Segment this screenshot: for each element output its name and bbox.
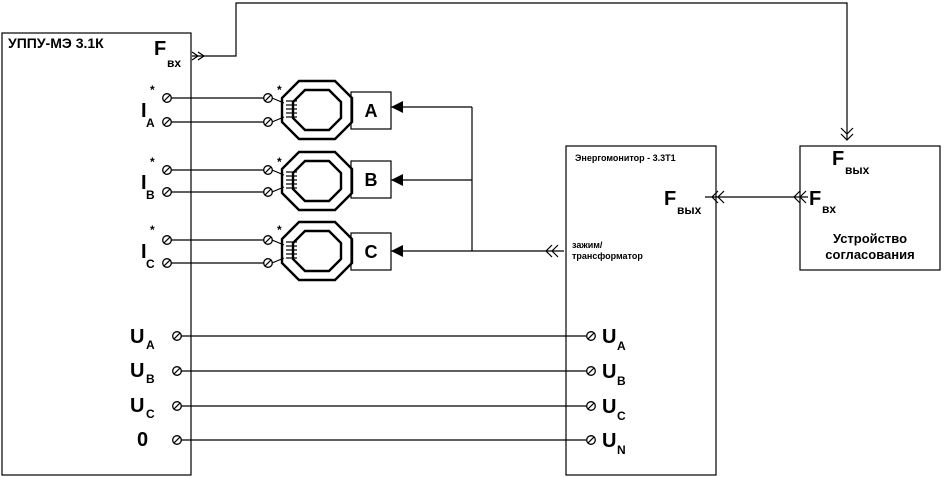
svg-text:*: *	[150, 83, 155, 97]
svg-text:U: U	[602, 396, 616, 418]
uppu-terminal-zero	[172, 435, 182, 445]
energomonitor-title: Энергомонитор - 3.3Т1	[575, 153, 676, 163]
svg-text:U: U	[130, 395, 144, 417]
coupler-label-1: Устройство	[833, 231, 907, 246]
coupler-f-out-label: F вых	[832, 148, 870, 177]
svg-text:вх: вх	[167, 56, 181, 70]
energomonitor-block: Энергомонитор - 3.3Т1 F вых зажим/ транс…	[565, 145, 717, 476]
uppu-label-ib: I B *	[141, 155, 155, 202]
coupler-block: F вых F вх Устройство согласования	[799, 145, 941, 271]
svg-text:A: A	[146, 338, 155, 352]
transformer-c-icon	[280, 220, 354, 282]
svg-text:*: *	[277, 83, 282, 97]
uppu-label-uc: U C	[130, 395, 155, 421]
uppu-terminal-ic	[162, 258, 172, 268]
svg-text:F: F	[832, 148, 844, 170]
uppu-terminal-ua	[172, 331, 182, 341]
svg-text:*: *	[277, 223, 282, 237]
tx-c-terminal	[263, 258, 273, 268]
uppu-frame	[1, 32, 192, 476]
svg-text:I: I	[141, 172, 147, 194]
coupler-f-in-label: F вх	[809, 188, 836, 216]
clamp-letter-c: C	[365, 242, 378, 262]
clamp-box-a	[350, 91, 392, 130]
energomonitor-frame	[565, 145, 717, 476]
svg-text:C: C	[617, 409, 626, 423]
energomonitor-label-ua: U A	[602, 326, 626, 353]
energomonitor-clamp-arrow-icon	[545, 244, 559, 258]
coupler-f-in-arrow-icon	[840, 127, 854, 141]
svg-text:0: 0	[137, 429, 148, 451]
svg-text:F: F	[154, 38, 166, 60]
energomonitor-clamp-label-1: зажим/	[572, 240, 603, 250]
uppu-f-in-label: F вх	[154, 38, 181, 70]
clamp-letter-b: B	[365, 170, 378, 190]
svg-text:вх: вх	[822, 202, 836, 216]
energomonitor-label-un: U N	[602, 430, 626, 457]
svg-text:C: C	[146, 257, 155, 271]
uppu-label-ia: I A *	[141, 83, 155, 130]
svg-text:U: U	[130, 360, 144, 382]
svg-text:B: B	[146, 188, 155, 202]
uppu-terminal-ia-star	[162, 93, 172, 103]
uppu-label-ic: I C *	[141, 223, 155, 271]
transformer-b-icon	[280, 150, 354, 212]
tx-b-terminal	[263, 187, 273, 197]
uppu-terminal-uc	[172, 401, 182, 411]
tx-b-terminal-star	[263, 165, 273, 175]
uppu-terminal-ia	[162, 117, 172, 127]
svg-text:B: B	[146, 372, 155, 386]
uppu-terminal-ib-star	[162, 165, 172, 175]
phase-a-circuit: * A	[162, 79, 472, 141]
tx-a-terminal-star	[263, 93, 273, 103]
svg-text:*: *	[150, 223, 155, 237]
svg-text:F: F	[664, 188, 676, 210]
svg-text:I: I	[141, 100, 147, 122]
svg-text:U: U	[602, 326, 616, 348]
svg-text:A: A	[146, 116, 155, 130]
uppu-title: УППУ-МЭ 3.1К	[8, 35, 104, 51]
phase-c-circuit: * C	[162, 220, 564, 282]
svg-text:C: C	[146, 407, 155, 421]
energomonitor-label-ub: U B	[602, 361, 626, 388]
coupler-label-2: согласования	[825, 247, 914, 262]
energomonitor-label-uc: U C	[602, 396, 626, 423]
uppu-label-zero: 0	[137, 429, 148, 451]
tx-c-terminal-star	[263, 235, 273, 245]
svg-text:вых: вых	[845, 163, 870, 177]
energomonitor-terminal-ua	[586, 331, 596, 341]
voltage-wires	[172, 331, 596, 445]
f-link-wire	[212, 2, 848, 140]
phase-b-circuit: * B	[162, 150, 472, 212]
uppu-label-ub: U B	[130, 360, 155, 386]
svg-text:B: B	[617, 374, 626, 388]
uppu-label-ua: U A	[130, 326, 155, 352]
energomonitor-clamp-label-2: трансформатор	[572, 251, 643, 261]
svg-text:вых: вых	[677, 203, 702, 217]
coupler-frame	[799, 145, 941, 271]
svg-text:U: U	[602, 361, 616, 383]
transformer-a-icon	[280, 79, 354, 141]
energomonitor-f-out-arrow-icon	[711, 190, 725, 204]
svg-text:I: I	[141, 241, 147, 263]
energomonitor-terminal-un	[586, 435, 596, 445]
tx-a-terminal	[263, 117, 273, 127]
uppu-terminal-ub	[172, 366, 182, 376]
svg-text:U: U	[130, 326, 144, 348]
svg-text:F: F	[809, 188, 821, 210]
uppu-terminal-ic-star	[162, 235, 172, 245]
svg-text:*: *	[150, 155, 155, 169]
svg-text:N: N	[617, 443, 626, 457]
energomonitor-f-out-label: F вых	[664, 188, 702, 217]
uppu-f-in-arrow-icon	[191, 51, 212, 61]
svg-text:A: A	[617, 339, 626, 353]
svg-text:*: *	[277, 155, 282, 169]
energomonitor-terminal-uc	[586, 401, 596, 411]
uppu-block: УППУ-МЭ 3.1К F вх I A * I B * I C *	[1, 32, 212, 476]
svg-text:U: U	[602, 430, 616, 452]
energomonitor-terminal-ub	[586, 366, 596, 376]
uppu-terminal-ib	[162, 187, 172, 197]
clamp-letter-a: A	[365, 101, 378, 121]
